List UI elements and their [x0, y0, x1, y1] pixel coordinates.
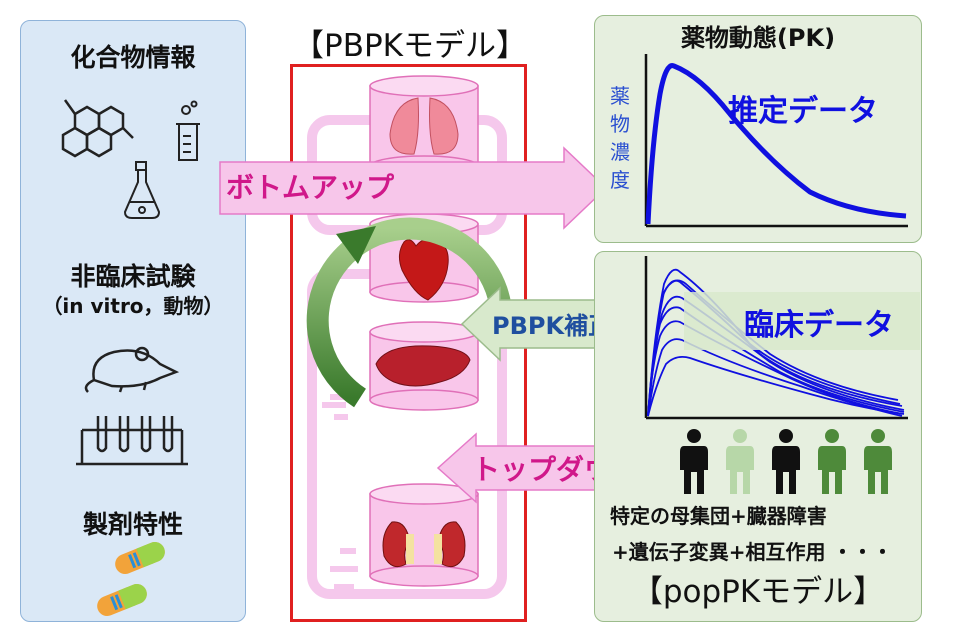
cycle-arrow-icon [306, 217, 513, 408]
clinical-data-label: 臨床データ [744, 308, 894, 343]
pk-estimated-chart [644, 54, 908, 228]
nonclinical-subtitle: （in vitro，動物） [42, 294, 224, 318]
flask-icon [123, 161, 161, 219]
pbpk-model-title: 【PBPKモデル】 [293, 28, 527, 64]
nonclinical-title: 非臨床試験 [70, 262, 196, 291]
pk-title: 薬物動態(PK) [680, 24, 836, 52]
mouse-icon [84, 346, 180, 393]
bottom-up-label: ボトムアップ [226, 171, 395, 204]
estimated-data-label: 推定データ [728, 94, 878, 129]
population-caption-line1: 特定の母集団+臓器障害 [610, 504, 827, 528]
test-tubes-icon [76, 416, 188, 466]
pbpk-correction-label: PBPK補正 [492, 312, 613, 340]
beaker-icon [176, 100, 200, 161]
person-icon [680, 429, 708, 494]
capsule-icon [115, 542, 165, 574]
person-icon [818, 429, 846, 494]
compound-info-title: 化合物情報 [70, 43, 196, 72]
population-icons [680, 429, 892, 494]
person-icon [864, 429, 892, 494]
clinical-label-bg [684, 292, 920, 350]
bottom-up-arrow [219, 146, 608, 230]
person-icon [726, 429, 754, 494]
capsule-icon [97, 584, 147, 616]
formulation-title: 製剤特性 [82, 510, 183, 539]
input-info-panel [20, 20, 246, 622]
person-icon [772, 429, 800, 494]
pbpk-organ-diagram [307, 75, 507, 599]
population-caption-line2: +遺伝子変異+相互作用 ・・・ [612, 540, 893, 564]
molecule-icon [61, 99, 134, 158]
pk-ylabel: 薬物濃度 [610, 84, 630, 192]
poppk-model-title: 【popPKモデル】 [631, 574, 885, 610]
